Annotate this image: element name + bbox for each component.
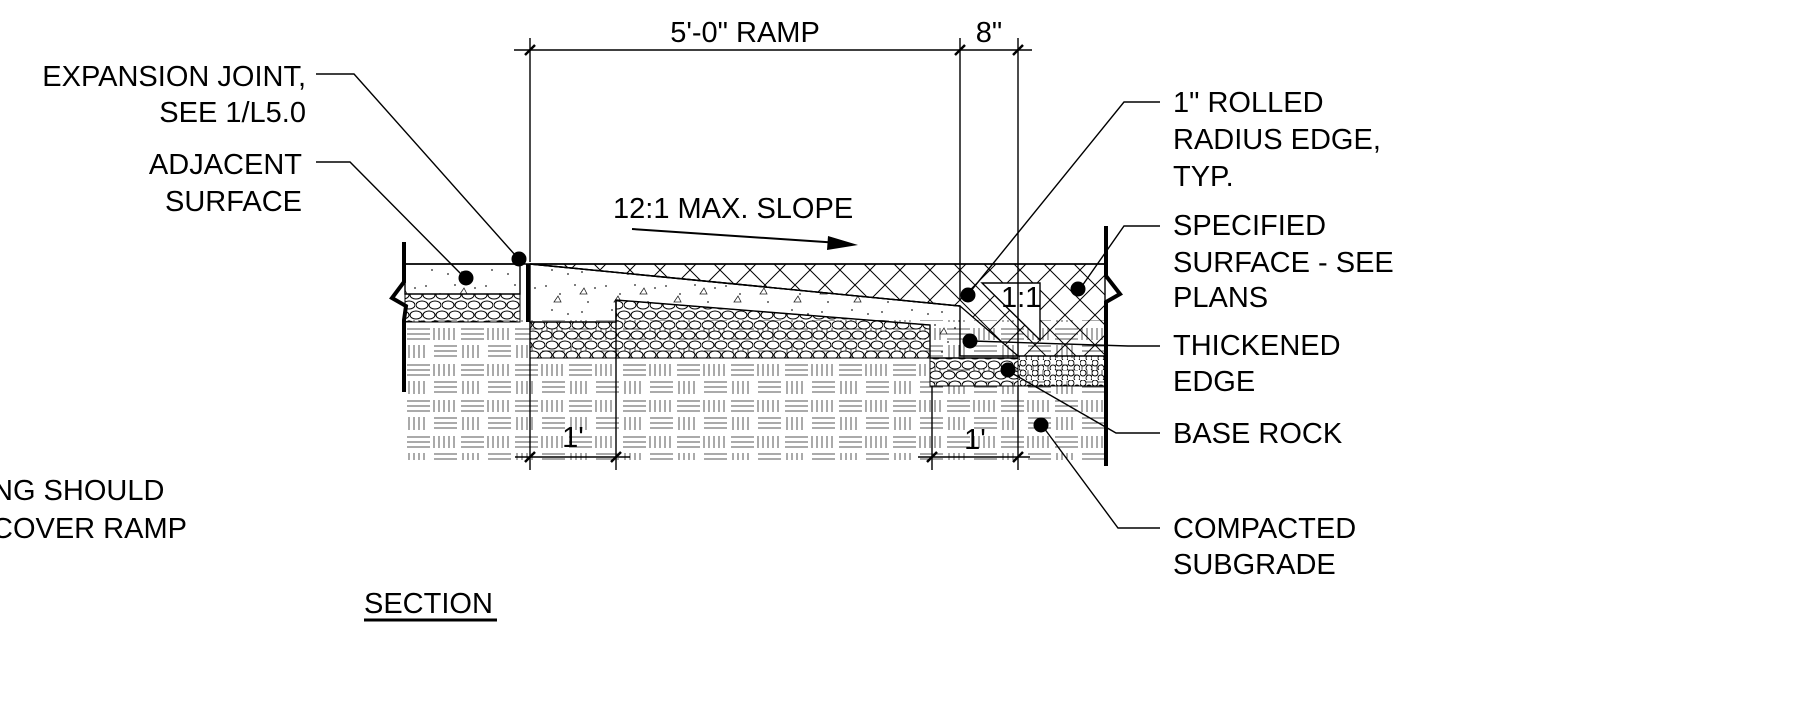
callout-adjacent-surface: ADJACENT SURFACE: [149, 149, 302, 218]
svg-text:1" ROLLED: 1" ROLLED: [1173, 87, 1324, 119]
svg-text:EXPANSION JOINT,: EXPANSION JOINT,: [42, 61, 306, 93]
svg-text:EDGE: EDGE: [1173, 366, 1255, 398]
svg-text:COMPACTED: COMPACTED: [1173, 513, 1356, 545]
edge-ratio-label: 1:1: [1001, 282, 1041, 314]
slope-indicator: 12:1 MAX. SLOPE: [613, 193, 858, 250]
top-dimension: 5'-0" RAMP 8": [514, 17, 1032, 356]
edge-sand-layer: [1017, 355, 1106, 387]
svg-text:PLANS: PLANS: [1173, 282, 1268, 314]
thickened-edge-dot: [962, 333, 978, 349]
svg-text:SECTION: SECTION: [364, 588, 493, 620]
leaders: [316, 73, 1160, 529]
svg-text:BASE ROCK: BASE ROCK: [1173, 418, 1343, 450]
base-rock-dot: [1000, 362, 1016, 378]
left-break-line: [389, 242, 409, 392]
ramp-slab: [529, 263, 1019, 359]
callout-compacted-subgrade: COMPACTED SUBGRADE: [1173, 513, 1356, 581]
left-step-dimension: 1': [562, 422, 584, 454]
callout-specified-surface: SPECIFIED SURFACE - SEE PLANS: [1173, 210, 1394, 314]
svg-text:SURFACE - SEE: SURFACE - SEE: [1173, 247, 1394, 279]
base-rock-layer: [404, 293, 1019, 387]
svg-text:SEE 1/L5.0: SEE 1/L5.0: [159, 97, 306, 129]
svg-text:SURFACE: SURFACE: [165, 186, 302, 218]
svg-text:RADIUS EDGE,: RADIUS EDGE,: [1173, 124, 1381, 156]
svg-text:ADJACENT: ADJACENT: [149, 149, 302, 181]
edge-ratio-triangle: 1:1: [980, 282, 1041, 342]
thickened-edge-dimension: 1': [964, 424, 986, 456]
edge-width-dimension: 8": [976, 17, 1002, 49]
rolled-edge-dot: [960, 287, 976, 303]
specified-surface-dot: [1070, 281, 1086, 297]
svg-text:NG SHOULD: NG SHOULD: [0, 475, 164, 507]
svg-text:COVER RAMP: COVER RAMP: [0, 513, 187, 545]
svg-text:THICKENED: THICKENED: [1173, 330, 1341, 362]
svg-text:SUBGRADE: SUBGRADE: [1173, 549, 1336, 581]
slope-arrow-icon: [827, 236, 858, 250]
svg-text:SPECIFIED: SPECIFIED: [1173, 210, 1326, 242]
callout-base-rock: BASE ROCK: [1173, 418, 1343, 450]
callout-expansion-joint: EXPANSION JOINT, SEE 1/L5.0: [42, 61, 306, 129]
ramp-length-dimension: 5'-0" RAMP: [670, 17, 820, 49]
callout-rolled-edge: 1" ROLLED RADIUS EDGE, TYP.: [1173, 87, 1381, 193]
callout-thickened-edge: THICKENED EDGE: [1173, 330, 1341, 398]
right-break-line: [1104, 226, 1123, 466]
compacted-subgrade-dot: [1033, 417, 1049, 433]
slope-label: 12:1 MAX. SLOPE: [613, 193, 853, 225]
ramp-note: NG SHOULD COVER RAMP: [0, 475, 187, 545]
expansion-joint-dot: [511, 251, 527, 267]
svg-text:TYP.: TYP.: [1173, 161, 1234, 193]
bottom-dimensions: 1' 1': [515, 300, 1030, 470]
adjacent-surface-dot: [458, 270, 474, 286]
section-title: SECTION: [364, 588, 497, 622]
